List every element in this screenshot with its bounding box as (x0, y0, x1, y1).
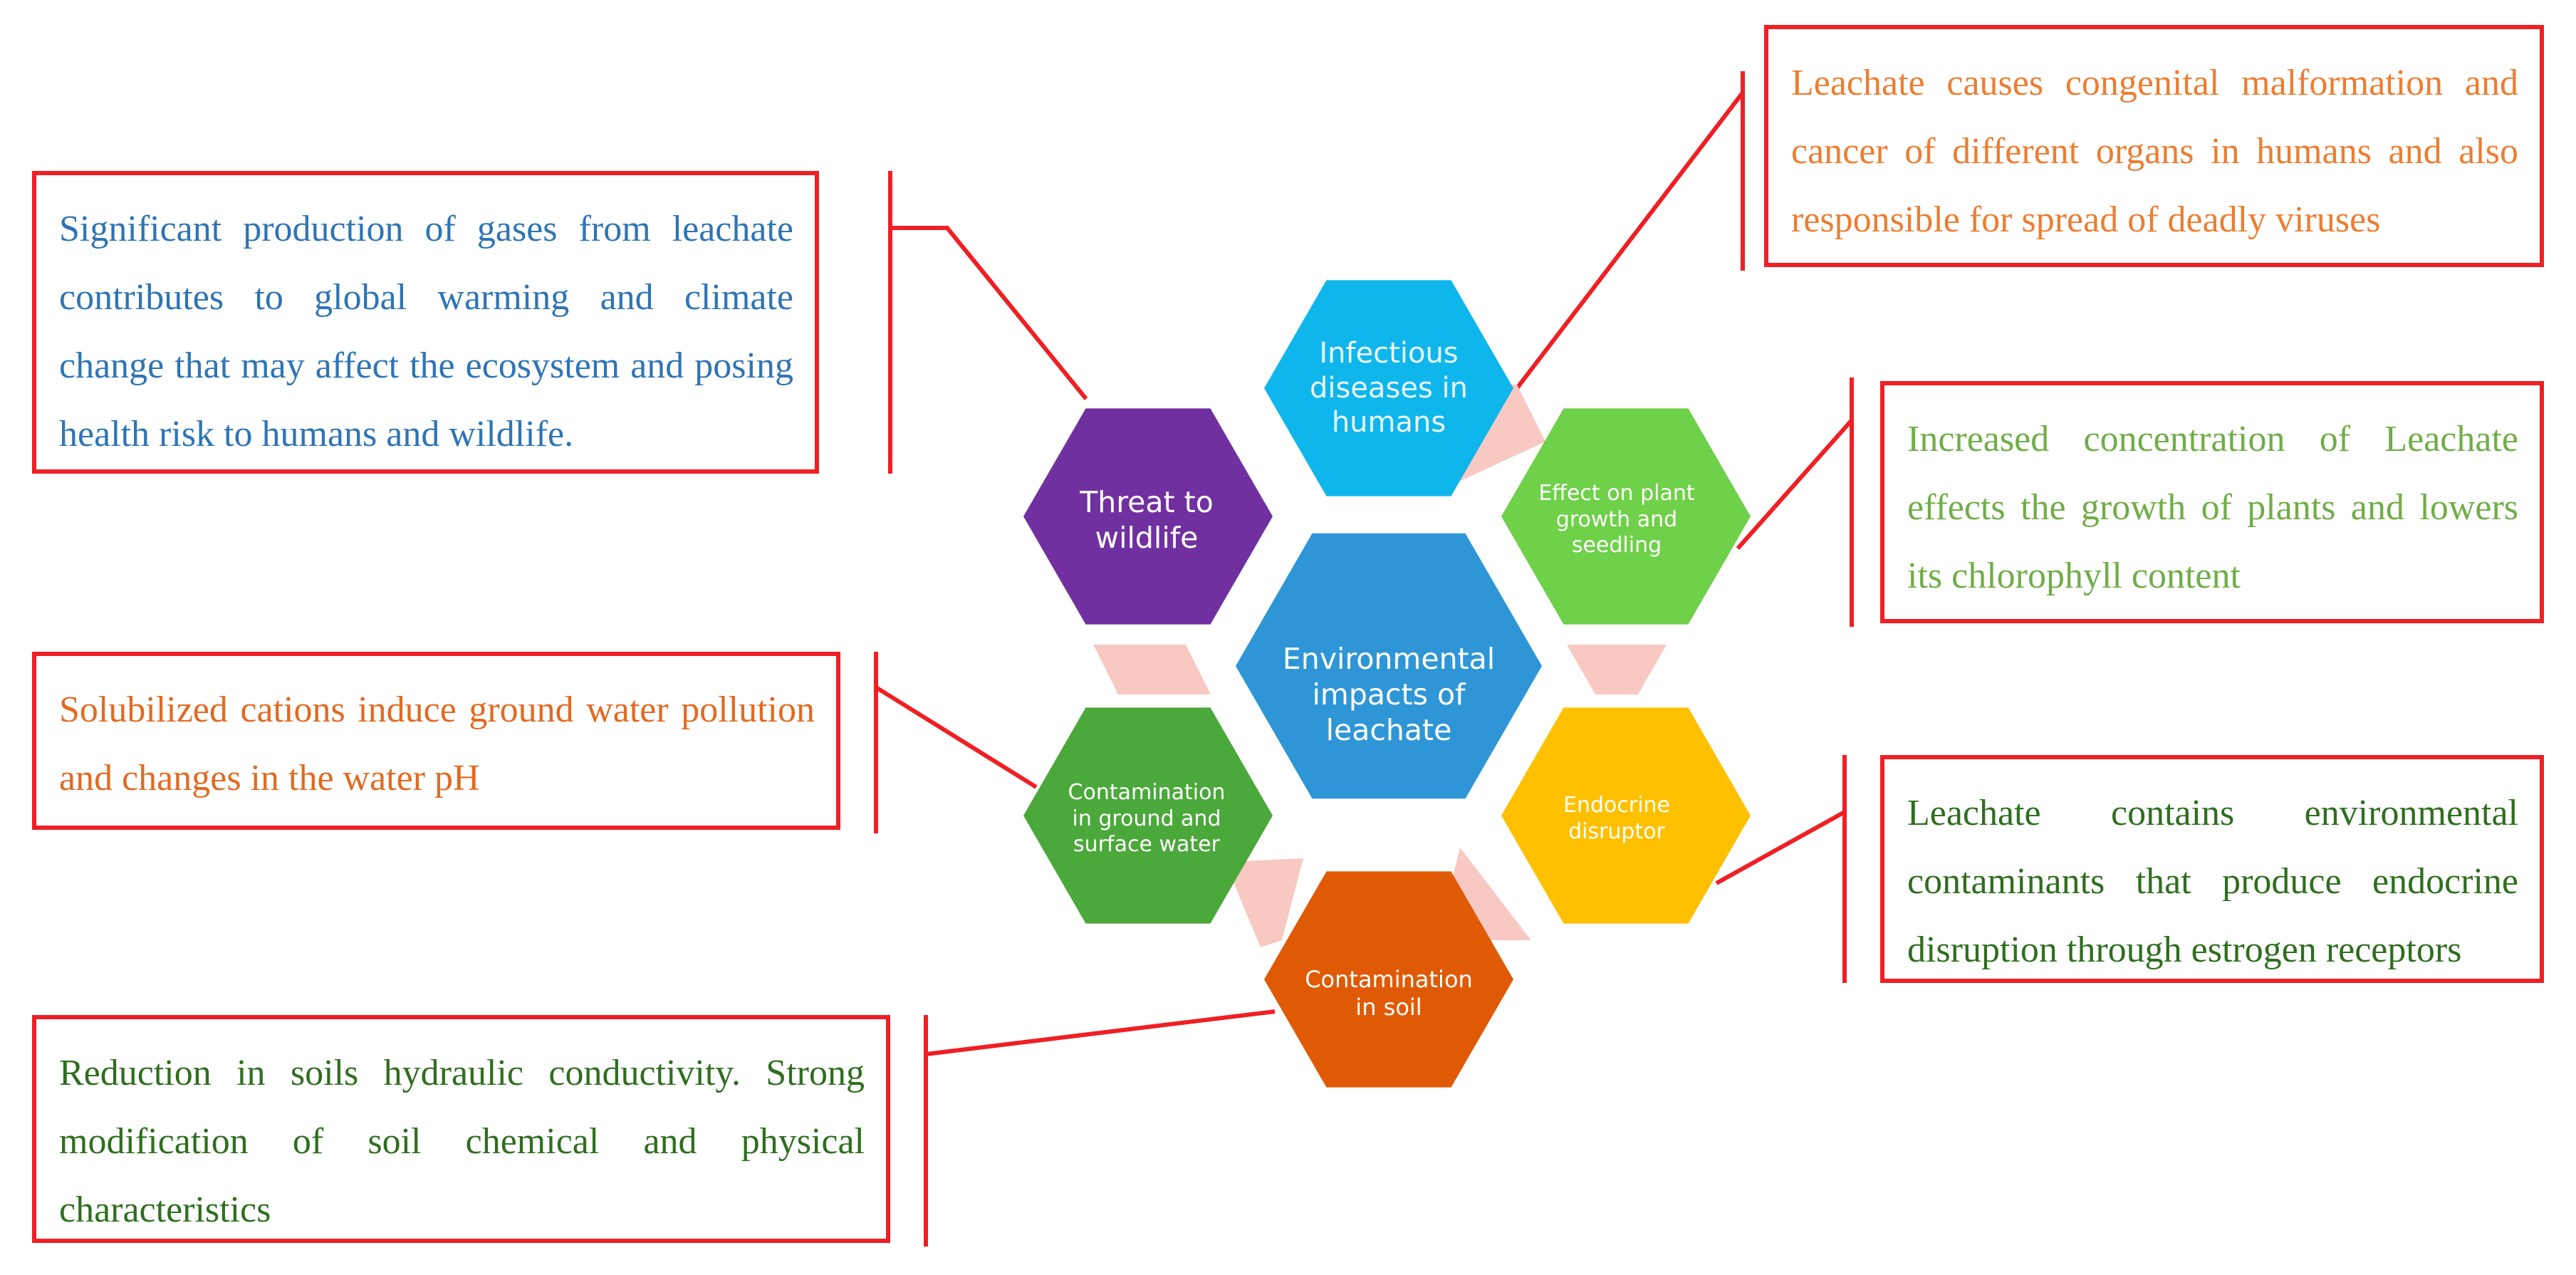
callout-box-endocrine: Leachate contains environmental contamin… (1880, 755, 2544, 983)
leader-soil (925, 1009, 1276, 1056)
leader-wildlife (890, 226, 1088, 400)
callout-text-soil: Reduction in soils hydraulic conductivit… (59, 1053, 865, 1230)
leader-endocrine (1715, 810, 1846, 885)
hexagon-soil (1264, 871, 1513, 1088)
callout-box-water: Solubilized cations induce ground water … (32, 652, 840, 830)
hexagon-water (1023, 707, 1273, 924)
hexagon-plant (1501, 408, 1751, 625)
hex-label-endocrine: Endocrine disruptor (1563, 793, 1670, 844)
link-soil-water (1225, 858, 1303, 947)
callout-box-plant: Increased concentration of Leachate effe… (1880, 381, 2544, 623)
callout-text-endocrine: Leachate contains environmental contamin… (1907, 793, 2518, 970)
hex-label-plant: Effect on plant growth and seedling (1538, 481, 1695, 558)
callout-text-water: Solubilized cations induce ground water … (59, 689, 815, 798)
callout-text-wildlife: Significant production of gases from lea… (59, 209, 793, 454)
hex-label-soil-text: Contamination in soil (1305, 965, 1473, 1021)
hex-label-center: Environmental impacts of leachate (1282, 641, 1496, 747)
hexagon-wildlife (1023, 408, 1273, 625)
hex-label-soil: Contamination in soil (1275, 897, 1503, 1090)
hexagon-infectious (1264, 280, 1513, 496)
callout-box-infectious: Leachate causes congenital malformation … (1764, 25, 2544, 267)
callout-box-soil: Reduction in soils hydraulic conductivit… (32, 1015, 890, 1243)
callout-box-wildlife: Significant production of gases from lea… (32, 171, 819, 474)
hexagon-center (1236, 533, 1542, 799)
leader-infectious (1515, 91, 1745, 390)
link-water-wildlife (1093, 645, 1211, 694)
leader-water (875, 685, 1038, 789)
leader-plant (1736, 419, 1854, 550)
hex-label-infectious: Infectious diseases in humans (1310, 336, 1468, 439)
hexagon-endocrine (1501, 707, 1751, 924)
hex-label-water: Contamination in ground and surface wate… (1068, 780, 1226, 858)
hex-label-wildlife: Threat to wildlife (1080, 484, 1214, 555)
callout-text-infectious: Leachate causes congenital malformation … (1791, 63, 2518, 240)
link-plant-endocrine (1567, 645, 1667, 694)
callout-text-plant: Increased concentration of Leachate effe… (1907, 419, 2518, 596)
